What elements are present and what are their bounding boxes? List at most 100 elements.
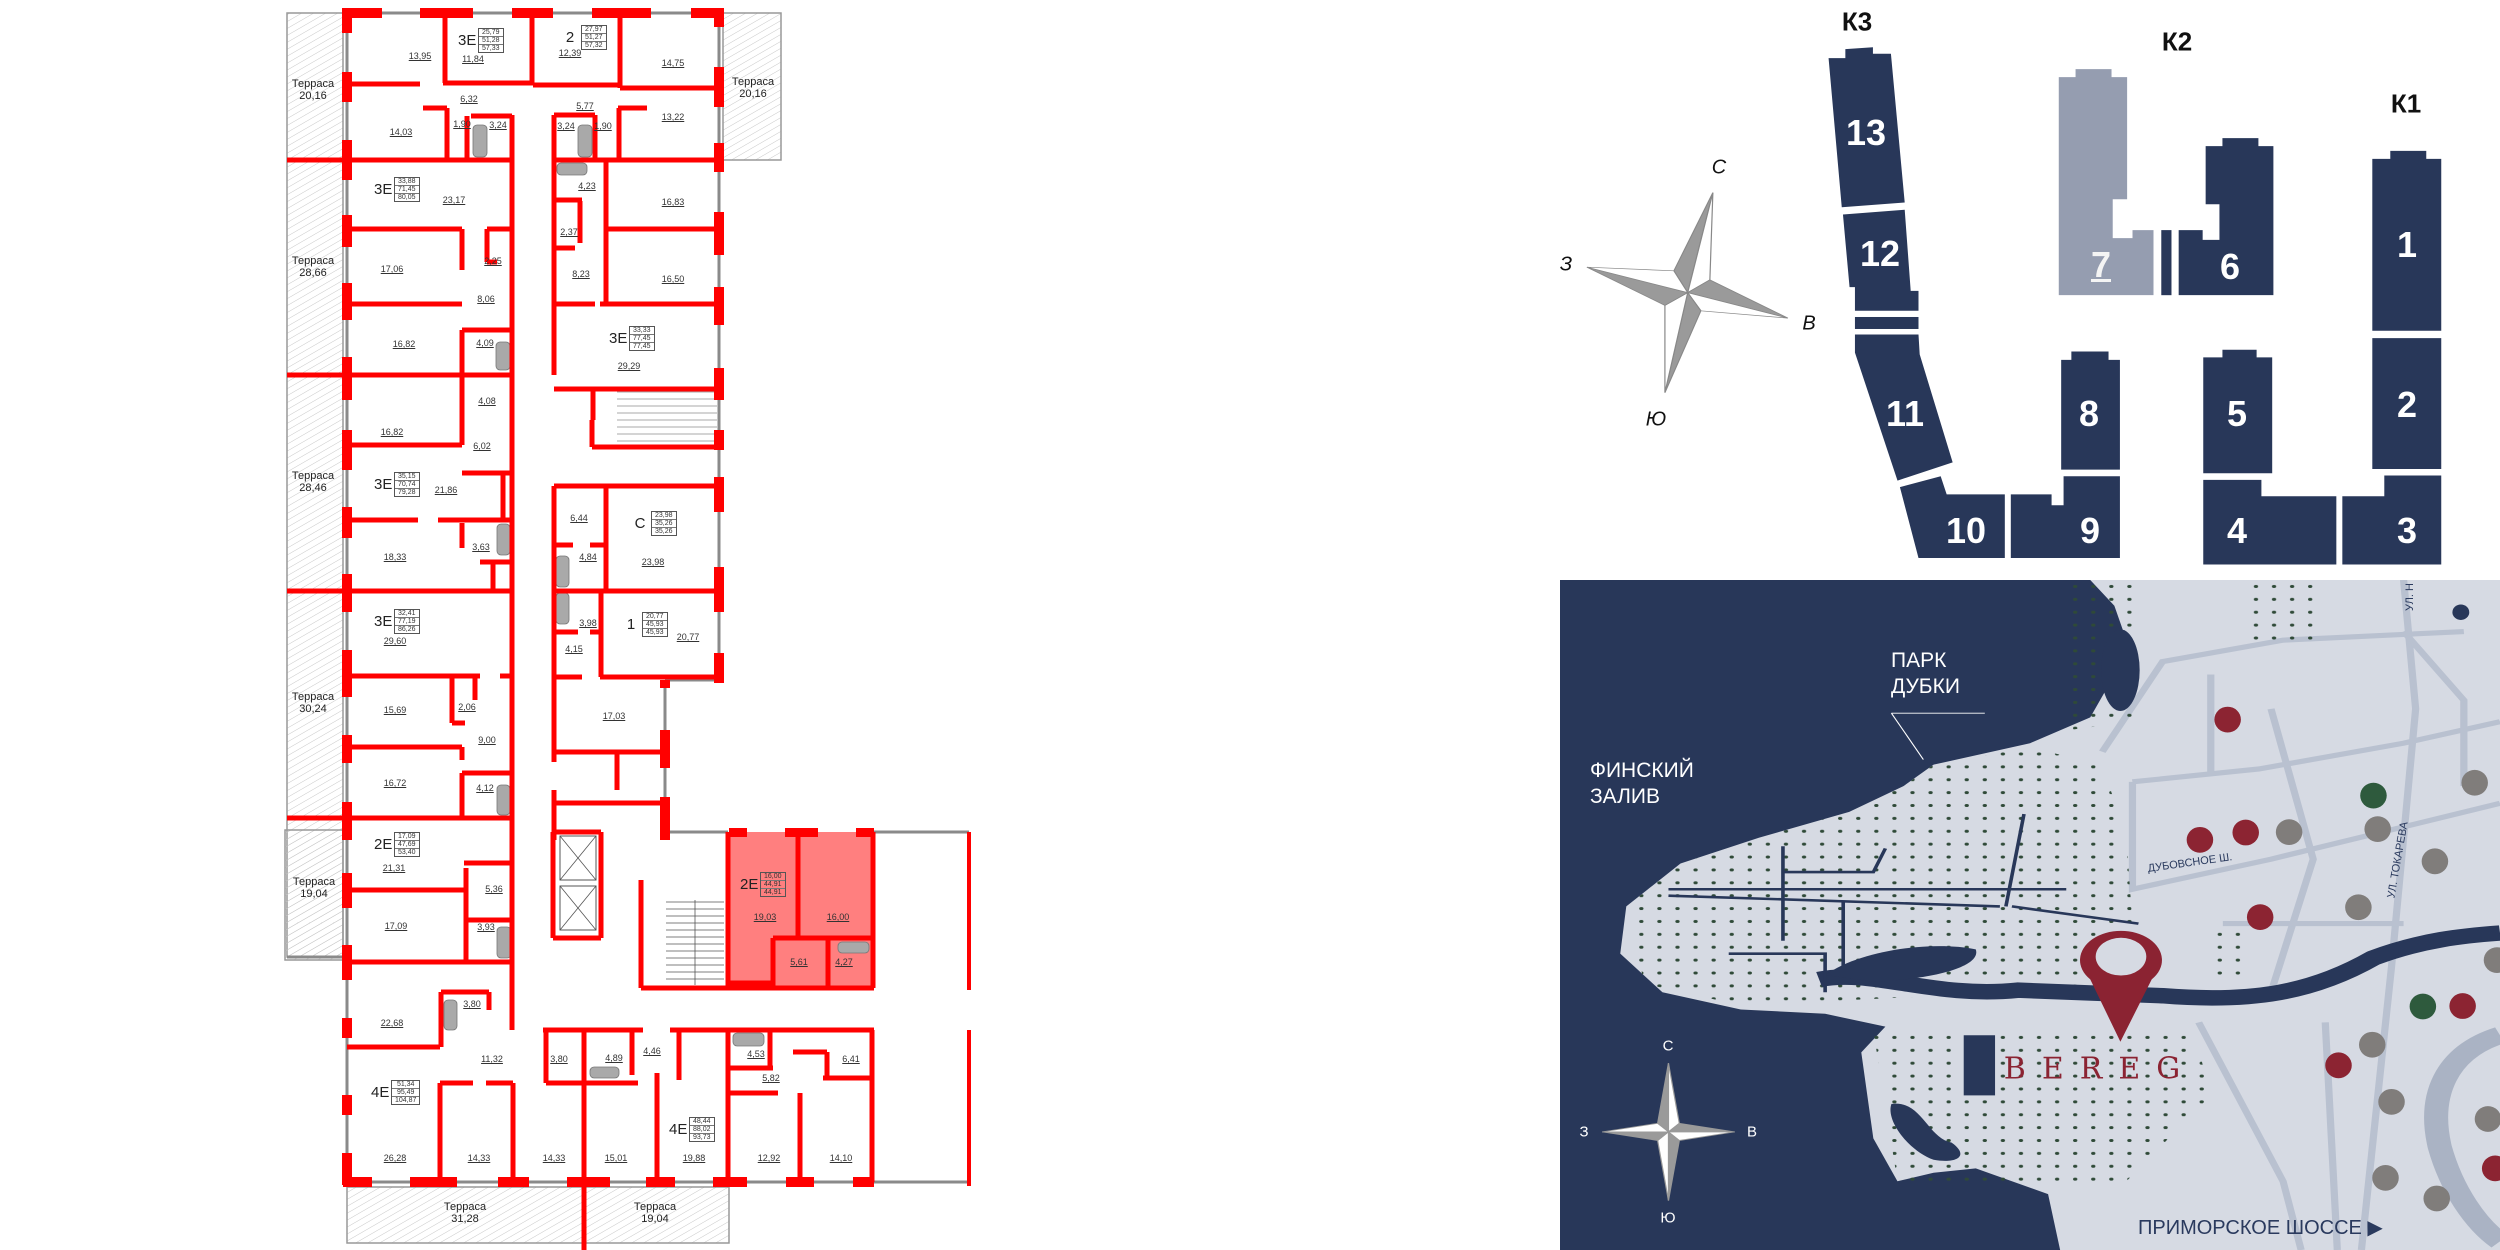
terrace-name: Терраса — [731, 76, 775, 88]
section-block-7[interactable] — [2058, 69, 2154, 296]
room-area-label: 14,33 — [467, 1153, 491, 1163]
section-block-3[interactable] — [2342, 475, 2442, 565]
poi-marker[interactable] — [2483, 947, 2500, 973]
poi-marker[interactable] — [2449, 993, 2476, 1019]
poi-marker[interactable] — [2421, 848, 2449, 875]
terrace-area: 19,04 — [300, 888, 328, 900]
apartment-area-total-with-terrace: 45,93 — [646, 629, 664, 636]
apartment-area-total: 71,45 — [395, 186, 419, 194]
apartment-area-living: 27,97 — [582, 26, 606, 34]
poi-marker[interactable] — [2345, 894, 2372, 921]
park-area — [1626, 747, 2133, 1006]
terrace-name: Терраса — [291, 255, 335, 267]
wall-pier — [714, 653, 724, 683]
section-block-5[interactable] — [2203, 349, 2273, 474]
section-number-3[interactable]: 3 — [2396, 510, 2418, 551]
bathtub-icon — [589, 1066, 620, 1079]
section-number-1[interactable]: 1 — [2396, 224, 2418, 265]
poi-marker[interactable] — [2275, 819, 2303, 845]
section-number-4[interactable]: 4 — [2226, 510, 2248, 551]
apartment-type: 3E — [374, 181, 393, 198]
gulf-label: ФИНСКИЙ ЗАЛИВ — [1590, 759, 1694, 808]
section-number-6[interactable]: 6 — [2219, 246, 2241, 287]
apartment-area-total: 77,19 — [395, 618, 419, 626]
section-block-4[interactable] — [2203, 479, 2337, 565]
section-block-9[interactable] — [2010, 476, 2120, 559]
terrace-area: 31,28 — [451, 1213, 479, 1225]
map-compass-west-label: З — [1579, 1123, 1589, 1141]
apartment-type: С — [634, 515, 646, 532]
fixtures — [443, 124, 870, 1079]
compass-south-label: Ю — [1645, 408, 1667, 431]
poi-marker[interactable] — [2186, 826, 2214, 853]
section-block-13[interactable] — [1828, 47, 1905, 208]
room-area-label: 20,77 — [676, 632, 700, 642]
section-block-12[interactable] — [1842, 209, 1919, 311]
section-number-7[interactable]: 7 — [2090, 244, 2112, 285]
wall-pier — [342, 1018, 352, 1038]
room-area-label: 1,90 — [453, 119, 471, 129]
poi-marker[interactable] — [2246, 904, 2274, 931]
location-map — [1560, 580, 2500, 1250]
room-area-label: 1,90 — [594, 121, 612, 131]
selected-apartment-fill — [728, 832, 874, 988]
room-area-label: 6,41 — [842, 1054, 860, 1064]
room-area-label: 8,06 — [477, 294, 495, 304]
poi-marker[interactable] — [2372, 1164, 2399, 1191]
section-block-11[interactable] — [1854, 334, 1953, 481]
poi-marker[interactable] — [2409, 993, 2437, 1020]
section-number-9[interactable]: 9 — [2079, 510, 2101, 551]
complex-section-plan — [1586, 47, 2442, 565]
section-number-8[interactable]: 8 — [2078, 393, 2100, 434]
wall-pier — [660, 680, 670, 688]
section-number-5[interactable]: 5 — [2226, 393, 2248, 434]
poi-marker[interactable] — [2325, 1052, 2352, 1079]
compass-west-label: З — [1559, 253, 1573, 276]
section-number-11[interactable]: 11 — [1885, 393, 1925, 434]
section-number-12[interactable]: 12 — [1859, 233, 1901, 274]
park-area — [2216, 927, 2241, 980]
selected-apartment-area[interactable] — [728, 832, 874, 988]
poi-marker[interactable] — [2378, 1088, 2405, 1115]
poi-marker[interactable] — [2461, 769, 2488, 796]
apartment-area-total-with-terrace: 44,91 — [764, 889, 782, 896]
section-block-10[interactable] — [1899, 476, 2005, 559]
terrace-name: Терраса — [291, 470, 335, 482]
room-area-label: 3,80 — [550, 1054, 568, 1064]
section-number-2[interactable]: 2 — [2396, 384, 2418, 425]
terrace-area: 28,66 — [299, 267, 327, 279]
section-block-1[interactable] — [2372, 150, 2442, 331]
section-block-6[interactable] — [2178, 138, 2274, 296]
poi-marker[interactable] — [2359, 1031, 2386, 1058]
section-number-13[interactable]: 13 — [1845, 112, 1887, 153]
room-area-label: 19,88 — [682, 1153, 706, 1163]
poi-marker[interactable] — [2360, 782, 2387, 809]
poi-marker[interactable] — [2232, 819, 2259, 846]
room-area-label: 21,86 — [434, 485, 458, 495]
section-block-8[interactable] — [2061, 351, 2120, 470]
section-number-10[interactable]: 10 — [1945, 510, 1987, 551]
terrace-hatch — [722, 12, 782, 161]
room-area-label: 6,32 — [460, 94, 478, 104]
apartment-area-living: 16,00 — [761, 873, 785, 881]
poi-marker[interactable] — [2474, 1106, 2500, 1132]
poi-marker[interactable] — [2364, 816, 2391, 842]
poi-marker[interactable] — [2423, 1185, 2450, 1212]
poi-marker[interactable] — [2481, 1155, 2500, 1182]
compass-ray — [1586, 266, 1689, 294]
room-area-label: 14,10 — [829, 1153, 853, 1163]
section-block-2[interactable] — [2372, 338, 2442, 469]
poi-marker[interactable] — [2214, 706, 2241, 733]
wall-pier — [343, 1177, 372, 1187]
korpus-label: К1 — [2390, 88, 2422, 119]
terrace-area: 19,04 — [641, 1213, 669, 1225]
